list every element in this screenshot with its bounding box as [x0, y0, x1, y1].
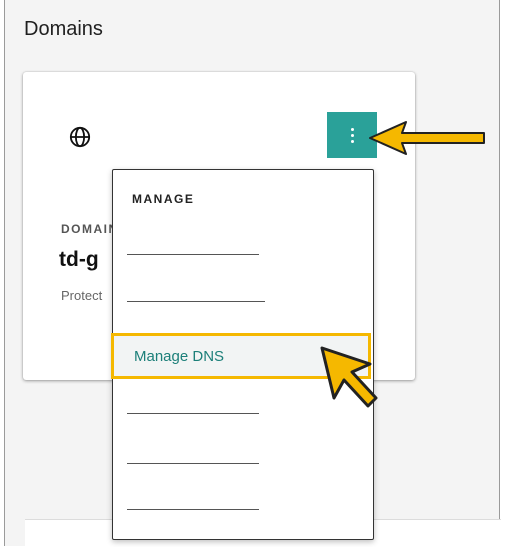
menu-item-redacted-4[interactable] — [113, 438, 373, 478]
menu-item-redacted-5[interactable] — [113, 484, 373, 524]
menu-item-placeholder-line — [127, 509, 259, 510]
menu-item-redacted-1[interactable] — [113, 228, 373, 268]
more-options-button[interactable] — [327, 112, 377, 158]
domain-label: DOMAIN — [61, 222, 115, 236]
menu-item-placeholder-line — [127, 413, 259, 414]
menu-item-redacted-2[interactable] — [113, 276, 373, 316]
menu-item-placeholder-line — [127, 301, 265, 302]
kebab-menu-icon — [350, 127, 354, 143]
menu-item-redacted-3[interactable] — [113, 388, 373, 428]
mouse-pointer-icon — [320, 346, 378, 408]
menu-heading: MANAGE — [132, 192, 195, 206]
callout-arrow-icon — [369, 121, 485, 155]
section-title: Domains — [24, 18, 103, 40]
menu-item-placeholder-line — [127, 463, 259, 464]
globe-icon — [69, 126, 91, 148]
domain-name[interactable]: td-g — [59, 248, 99, 271]
domain-status: Protect — [61, 288, 103, 303]
menu-item-placeholder-line — [127, 254, 259, 255]
menu-item-label: Manage DNS — [134, 348, 225, 365]
